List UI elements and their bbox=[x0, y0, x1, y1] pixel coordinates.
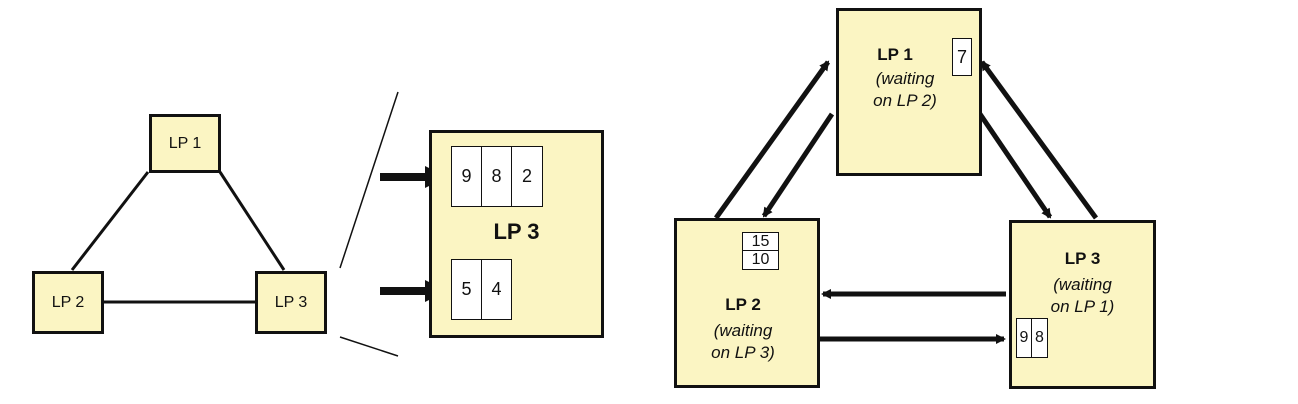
lp1-node: LP 1 bbox=[149, 114, 221, 173]
lp3-queue-bottom: 5 4 bbox=[451, 259, 512, 320]
deadlock-lp2-title: LP 2 bbox=[725, 295, 761, 314]
queue-cell: 8 bbox=[1032, 318, 1048, 358]
queue-cell: 9 bbox=[451, 146, 482, 207]
zoom-line-top bbox=[339, 91, 399, 269]
lp3-zoom-title: LP 3 bbox=[493, 219, 540, 244]
deadlock-lp1-status-2: on LP 2) bbox=[873, 91, 937, 110]
edge-lp1-lp2 bbox=[70, 171, 150, 271]
deadlock-lp3-queue: 9 8 bbox=[1016, 318, 1048, 358]
arrow-lp1-to-lp2 bbox=[761, 112, 835, 218]
deadlock-lp1-queue: 7 bbox=[952, 38, 972, 76]
deadlock-lp1-status-1: (waiting bbox=[875, 69, 935, 88]
arrow-lp3-to-lp1 bbox=[979, 60, 1099, 220]
deadlock-lp1-title: LP 1 bbox=[877, 45, 913, 64]
queue-cell: 5 bbox=[451, 259, 482, 320]
queue-cell: 9 bbox=[1016, 318, 1032, 358]
lp3-node: LP 3 bbox=[255, 271, 327, 334]
lp1-node-label: LP 1 bbox=[168, 134, 202, 152]
deadlock-lp3-status-2: on LP 1) bbox=[1050, 297, 1115, 316]
deadlock-lp3-title: LP 3 bbox=[1064, 249, 1101, 268]
queue-cell: 10 bbox=[742, 251, 779, 270]
arrow-lp1-to-lp3 bbox=[977, 112, 1053, 219]
queue-cell: 4 bbox=[482, 259, 512, 320]
queue-cell: 2 bbox=[512, 146, 543, 207]
deadlock-lp3-status-1: (waiting bbox=[1053, 275, 1112, 294]
lp3-queue-top: 9 8 2 bbox=[451, 146, 543, 207]
zoom-line-bottom bbox=[339, 336, 399, 357]
arrow-lp2-to-lp1 bbox=[713, 60, 831, 220]
queue-cell: 8 bbox=[482, 146, 512, 207]
deadlock-lp3-box: LP 3 (waiting on LP 1) bbox=[1009, 220, 1156, 389]
queue-cell: 15 bbox=[742, 232, 779, 251]
lp2-node-label: LP 2 bbox=[51, 293, 85, 311]
edge-lp1-lp3 bbox=[218, 171, 286, 271]
queue-cell: 7 bbox=[952, 38, 972, 76]
lp2-node: LP 2 bbox=[32, 271, 104, 334]
deadlock-lp2-status-1: (waiting bbox=[713, 321, 773, 340]
lp3-node-label: LP 3 bbox=[274, 293, 308, 311]
deadlock-lp2-status-2: on LP 3) bbox=[711, 343, 775, 362]
deadlock-lp1-box: LP 1 (waiting on LP 2) bbox=[836, 8, 982, 176]
deadlock-lp2-queue: 15 10 bbox=[742, 232, 779, 270]
